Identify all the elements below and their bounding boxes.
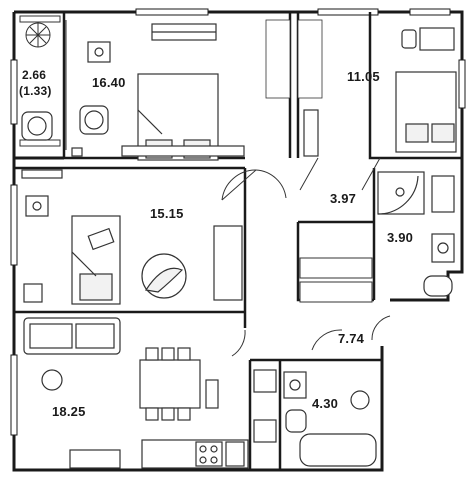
- bathroom-2-fixtures: [283, 371, 377, 467]
- kitchen-living-furniture: [23, 317, 277, 469]
- bathroom-1-area-label: 3.90: [387, 230, 414, 245]
- hall-area-label: 3.97: [330, 191, 357, 206]
- armchair-icon: [21, 111, 53, 141]
- bedroom-2-area-label: 11.05: [347, 69, 380, 84]
- bedroom-2-furniture: [303, 27, 457, 157]
- wardrobe-hatching: [265, 19, 323, 99]
- balcony-area-label: 2.66: [22, 68, 47, 82]
- bathroom-1-fixtures: [377, 171, 455, 297]
- bedroom-3-area-label: 15.15: [150, 206, 184, 221]
- bedroom-3-furniture: [21, 169, 243, 305]
- corridor-area-label: 7.74: [338, 331, 365, 346]
- bathroom-2-area-label: 4.30: [312, 396, 339, 411]
- kitchen-living-area-label: 18.25: [52, 404, 86, 419]
- bedroom-1-area-label: 16.40: [92, 75, 126, 90]
- bedroom-1-furniture: [71, 23, 245, 161]
- hall-wardrobes: [299, 257, 373, 303]
- windows: [10, 8, 466, 436]
- door-swings: [221, 157, 391, 357]
- balcony-area-secondary-label: (1.33): [19, 84, 52, 98]
- plant-icon: [25, 22, 51, 48]
